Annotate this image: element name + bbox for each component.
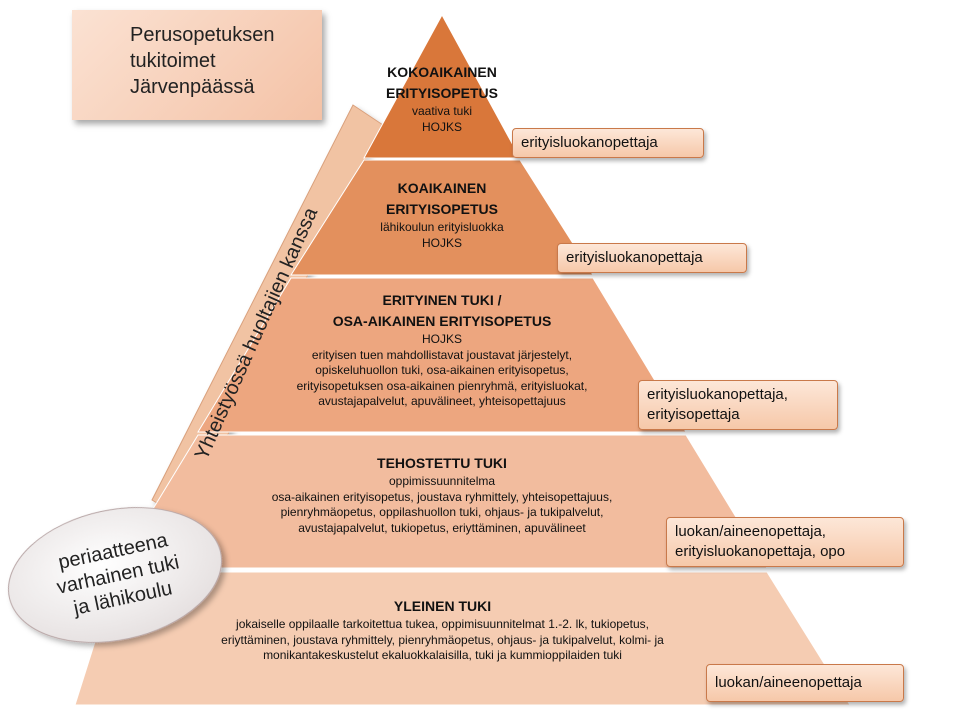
tier-desc-line: erityisen tuen mahdollistavat joustavat …	[311, 347, 573, 362]
tier-erityinen-text: ERITYINEN TUKI / OSA-AIKAINEN ERITYISOPE…	[252, 290, 632, 410]
tier-subline: HOJKS	[421, 235, 462, 250]
tier-kokoaikainen-shape	[363, 13, 521, 159]
role-line: erityisluokanopettaja, opo	[675, 543, 846, 561]
tier-title: YLEINEN TUKI	[393, 598, 492, 614]
tier-koaikainen-shape	[290, 159, 594, 276]
tier-koaikainen-text: KOAIKAINEN ERITYISOPETUS lähikoulun erit…	[342, 178, 542, 251]
tier-title: KOAIKAINEN	[397, 180, 487, 196]
title-line: Perusopetuksen	[130, 24, 275, 46]
title-box: Perusopetuksen tukitoimet Järvenpäässä	[72, 10, 322, 120]
tier-desc-line: avustajapalvelut, tukiopetus, eriyttämin…	[298, 520, 586, 535]
tier-desc-line: opiskeluhuollon tuki, osa-aikainen erity…	[315, 363, 569, 378]
tier-title: ERITYINEN TUKI /	[382, 292, 502, 308]
tier-desc-line: avustajapalvelut, apuvälineet, yhteisope…	[318, 394, 566, 409]
tier-title: TEHOSTETTU TUKI	[377, 455, 507, 471]
tier-desc-line: osa-aikainen erityisopetus, joustava ryh…	[271, 489, 613, 504]
role-line: erityisopettaja	[647, 406, 740, 424]
tier-title: KOKOAIKAINEN	[387, 64, 497, 80]
role-line: erityisluokanopettaja,	[647, 386, 788, 403]
role-box-koaikainen: erityisluokanopettaja	[557, 243, 747, 273]
tier-subline: oppimissuunnitelma	[388, 474, 496, 488]
title-line: Järvenpäässä	[130, 76, 255, 98]
tier-title: OSA-AIKAINEN ERITYISOPETUS	[332, 313, 552, 329]
role-box-tehostettu: luokan/aineenopettaja, erityisluokanopet…	[666, 517, 904, 567]
role-box-yleinen: luokan/aineenopettaja	[706, 664, 904, 702]
role-box-kokoaikainen: erityisluokanopettaja	[512, 128, 704, 158]
tier-tehostettu-text: TEHOSTETTU TUKI oppimissuunnitelma osa-a…	[192, 453, 692, 536]
tier-yleinen-shape	[74, 571, 851, 706]
tier-desc-line: erityisopetuksen osa-aikainen pienryhmä,…	[296, 378, 588, 393]
role-line: erityisluokanopettaja	[521, 134, 658, 151]
tier-yleinen-text: YLEINEN TUKI jokaiselle oppilaalle tarko…	[150, 596, 735, 664]
title-line: tukitoimet	[130, 50, 216, 72]
tier-subline: HOJKS	[421, 119, 462, 134]
role-line: luokan/aineenopettaja,	[675, 523, 826, 540]
tier-title: ERITYISOPETUS	[385, 201, 499, 217]
tier-kokoaikainen-text: KOKOAIKAINEN ERITYISOPETUS vaativa tuki …	[362, 62, 522, 135]
tier-desc-line: pienryhmäopetus, oppilashuollon tuki, oh…	[280, 505, 604, 520]
tier-desc-line: jokaiselle oppilaalle tarkoitettua tukea…	[236, 617, 649, 631]
principle-oval	[7, 507, 223, 643]
tier-desc-line: monikantakeskustelut ekaluokkalaisilla, …	[263, 648, 622, 663]
role-box-erityinen: erityisluokanopettaja, erityisopettaja	[638, 380, 838, 430]
tier-subline: vaativa tuki	[411, 104, 473, 118]
tier-subline: lähikoulun erityisluokka	[380, 220, 504, 234]
role-line: luokan/aineenopettaja	[715, 674, 862, 691]
tier-erityinen-shape	[197, 277, 687, 433]
tier-desc-line: eriyttäminen, joustava ryhmittely, pienr…	[221, 632, 664, 647]
tier-subline: HOJKS	[421, 332, 462, 346]
tier-title: ERITYISOPETUS	[385, 85, 499, 101]
role-line: erityisluokanopettaja	[566, 249, 703, 266]
